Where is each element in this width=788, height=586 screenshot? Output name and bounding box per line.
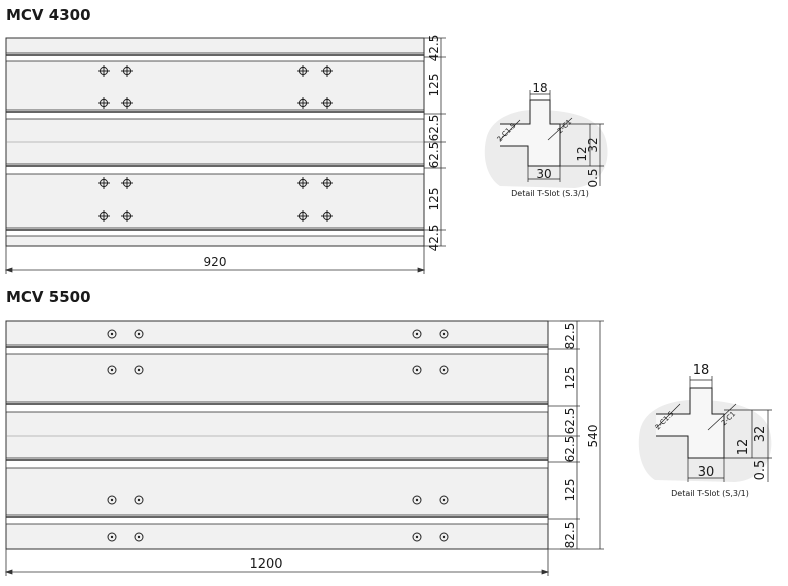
width-dimension-mcv5500 xyxy=(4,549,550,576)
dim-label: 62.5 xyxy=(563,408,577,435)
dim-label: 82.5 xyxy=(563,323,577,350)
width-dimension-mcv4300 xyxy=(4,246,426,274)
detail-dim: 12 xyxy=(575,146,589,161)
t-slot-band xyxy=(5,52,425,62)
t-slot-band xyxy=(5,109,425,120)
detail-dim: 0.5 xyxy=(753,460,768,481)
dim-label: 125 xyxy=(427,74,441,97)
detail-dim: 30 xyxy=(536,167,551,181)
t-slot-band xyxy=(5,227,425,237)
width-label: 920 xyxy=(204,255,227,269)
dim-label: 42.5 xyxy=(427,35,441,62)
dim-label: 62.5 xyxy=(563,436,577,463)
model-title-mcv5500: MCV 5500 xyxy=(6,288,91,306)
dim-label: 62.5 xyxy=(427,142,441,169)
detail-dim: 32 xyxy=(753,426,768,443)
t-slot-band xyxy=(5,401,549,413)
detail-dim: 32 xyxy=(586,137,600,152)
model-title-mcv4300: MCV 4300 xyxy=(6,6,91,24)
detail-dim: 18 xyxy=(693,363,710,378)
table-mcv4300 xyxy=(5,37,425,247)
depth-label: 540 xyxy=(586,425,600,448)
dim-label: 82.5 xyxy=(563,522,577,549)
table-mcv5500 xyxy=(5,320,549,550)
dimension-chain-mcv5500 xyxy=(548,320,604,550)
dim-label: 125 xyxy=(563,367,577,390)
detail-dim: 12 xyxy=(736,439,751,456)
detail-caption: Detail T-Slot (S,3/1) xyxy=(671,489,749,498)
detail-dim: 0.5 xyxy=(586,168,600,187)
width-label: 1200 xyxy=(249,557,282,572)
dim-label: 125 xyxy=(427,188,441,211)
t-slot-band xyxy=(5,344,549,355)
detail-dim: 18 xyxy=(532,81,547,95)
dim-label: 125 xyxy=(563,479,577,502)
t-slot-detail-mcv5500 xyxy=(638,376,772,482)
detail-dim: 30 xyxy=(698,465,715,480)
t-slot-detail-mcv4300 xyxy=(484,90,608,188)
dimension-chain-mcv4300 xyxy=(424,37,446,247)
t-slot-band xyxy=(5,457,549,469)
t-slot-band xyxy=(5,163,425,175)
dim-label: 42.5 xyxy=(427,225,441,252)
dim-label: 62.5 xyxy=(427,115,441,142)
t-slot-band xyxy=(5,514,549,525)
detail-caption: Detail T-Slot (S.3/1) xyxy=(511,189,589,198)
